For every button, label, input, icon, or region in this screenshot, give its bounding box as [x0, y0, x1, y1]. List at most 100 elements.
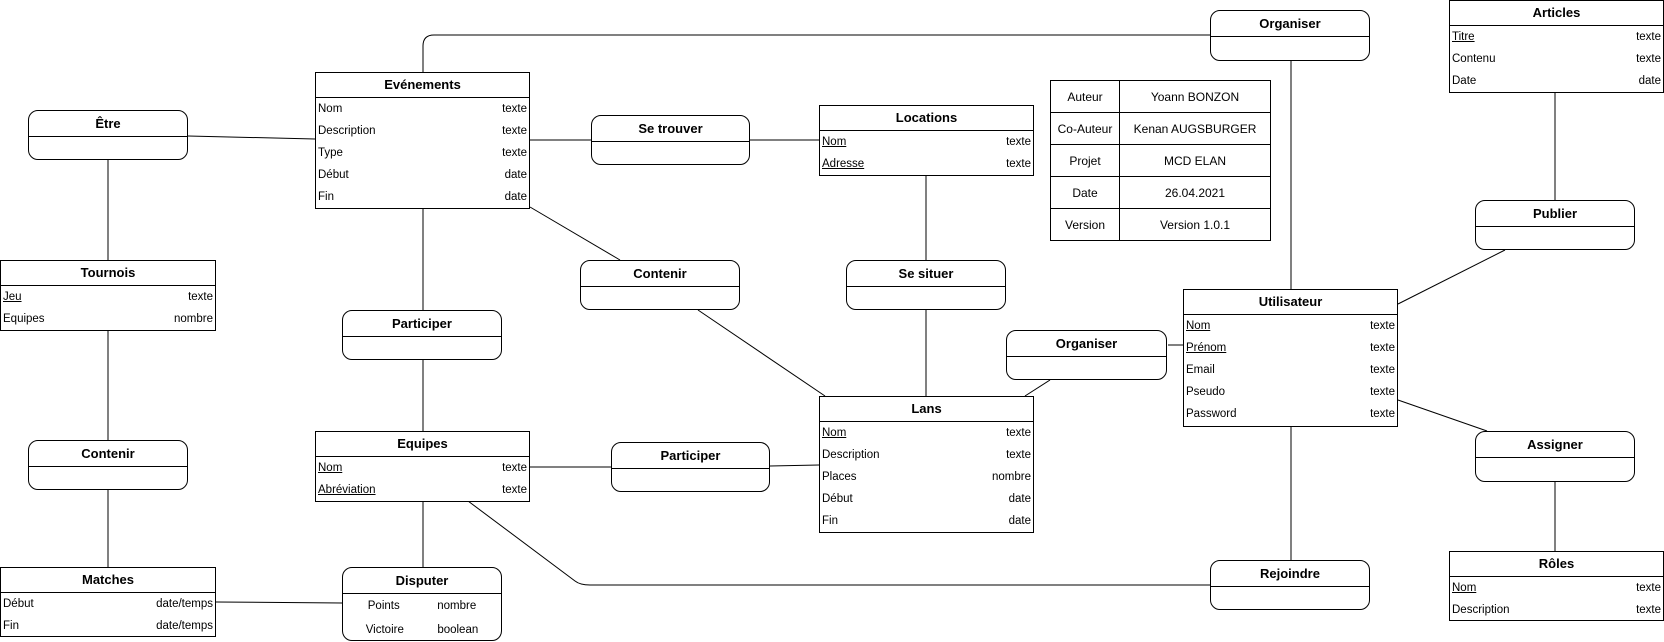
- assoc-title: Participer: [612, 443, 769, 469]
- attribute-type: texte: [1006, 427, 1031, 439]
- attribute-name: Début: [3, 598, 34, 610]
- attribute-row: Nom texte: [1450, 577, 1663, 599]
- attribute-type: texte: [1636, 31, 1661, 43]
- attribute-name: Fin: [3, 620, 19, 632]
- attribute-type: texte: [1636, 582, 1661, 594]
- assoc-assigner[interactable]: Assigner: [1475, 431, 1635, 482]
- attribute-type: texte: [1370, 364, 1395, 376]
- assoc-title: Être: [29, 111, 187, 137]
- attribute-name: Date: [1452, 75, 1477, 87]
- attribute-row: Début date/temps: [1, 593, 215, 615]
- metadata-label: Date: [1050, 176, 1120, 209]
- metadata-value: Version 1.0.1: [1119, 208, 1271, 241]
- metadata-row: Version Version 1.0.1: [1050, 208, 1271, 241]
- metadata-value: MCD ELAN: [1119, 144, 1271, 177]
- attribute-row: Abréviation texte: [316, 479, 529, 501]
- assoc-attribute-row: Points nombre: [343, 594, 501, 618]
- attribute-name: Prénom: [1186, 342, 1227, 354]
- assoc-se-trouver[interactable]: Se trouver: [591, 115, 750, 165]
- assoc-title: Organiser: [1007, 331, 1166, 357]
- attribute-type: date/temps: [156, 598, 213, 610]
- entity-title: Utilisateur: [1184, 290, 1397, 315]
- assoc-participer-lan[interactable]: Participer: [611, 442, 770, 492]
- attribute-name: Début: [318, 169, 349, 181]
- entity-title: Equipes: [316, 432, 529, 457]
- attribute-type: date: [1008, 493, 1031, 505]
- assoc-contenir-tournoi[interactable]: Contenir: [28, 440, 188, 490]
- metadata-label: Projet: [1050, 144, 1120, 177]
- assoc-title: Se situer: [847, 261, 1005, 287]
- metadata-row: Date 26.04.2021: [1050, 176, 1271, 209]
- attribute-type: texte: [502, 125, 527, 137]
- attribute-type: texte: [1370, 342, 1395, 354]
- attribute-name: Type: [318, 147, 343, 159]
- assoc-title: Se trouver: [592, 116, 749, 142]
- assoc-etre[interactable]: Être: [28, 110, 188, 160]
- metadata-label: Co-Auteur: [1050, 112, 1120, 145]
- entity-title: Lans: [820, 397, 1033, 422]
- attribute-row: Pseudo texte: [1184, 381, 1397, 403]
- assoc-rejoindre[interactable]: Rejoindre: [1210, 560, 1370, 610]
- assoc-organiser-evenement[interactable]: Organiser: [1210, 10, 1370, 61]
- metadata-row: Auteur Yoann BONZON: [1050, 80, 1271, 113]
- attribute-name: Début: [822, 493, 853, 505]
- attribute-name: Equipes: [3, 313, 45, 325]
- metadata-row: Projet MCD ELAN: [1050, 144, 1271, 177]
- attribute-type: texte: [188, 291, 213, 303]
- attribute-type: nombre: [174, 313, 213, 325]
- attribute-name: Abréviation: [318, 484, 376, 496]
- attribute-type: texte: [1370, 320, 1395, 332]
- attribute-type: texte: [502, 484, 527, 496]
- attribute-row: Equipes nombre: [1, 308, 215, 330]
- assoc-contenir-evenement[interactable]: Contenir: [580, 260, 740, 310]
- assoc-title: Organiser: [1211, 11, 1369, 37]
- assoc-disputer[interactable]: Disputer Points nombre Victoire boolean: [342, 567, 502, 641]
- attribute-name: Pseudo: [1186, 386, 1226, 398]
- attribute-type: texte: [1370, 386, 1395, 398]
- attribute-name: Nom: [822, 136, 847, 148]
- attribute-name: Contenu: [1452, 53, 1496, 65]
- attribute-type: boolean: [437, 624, 479, 636]
- attribute-name: Description: [1452, 604, 1510, 616]
- attribute-type: texte: [502, 462, 527, 474]
- attribute-type: texte: [1006, 158, 1031, 170]
- assoc-organiser-lan[interactable]: Organiser: [1006, 330, 1167, 380]
- assoc-se-situer[interactable]: Se situer: [846, 260, 1006, 310]
- assoc-title: Disputer: [343, 568, 501, 594]
- attribute-type: date: [504, 191, 527, 203]
- entity-title: Articles: [1450, 1, 1663, 26]
- attribute-name: Nom: [1452, 582, 1477, 594]
- attribute-name: Places: [822, 471, 857, 483]
- assoc-title: Contenir: [29, 441, 187, 467]
- attribute-name: Password: [1186, 408, 1237, 420]
- assoc-publier[interactable]: Publier: [1475, 200, 1635, 250]
- attribute-type: nombre: [437, 600, 477, 612]
- attribute-type: date/temps: [156, 620, 213, 632]
- assoc-participer-evenement[interactable]: Participer: [342, 310, 502, 360]
- attribute-name: Nom: [318, 462, 343, 474]
